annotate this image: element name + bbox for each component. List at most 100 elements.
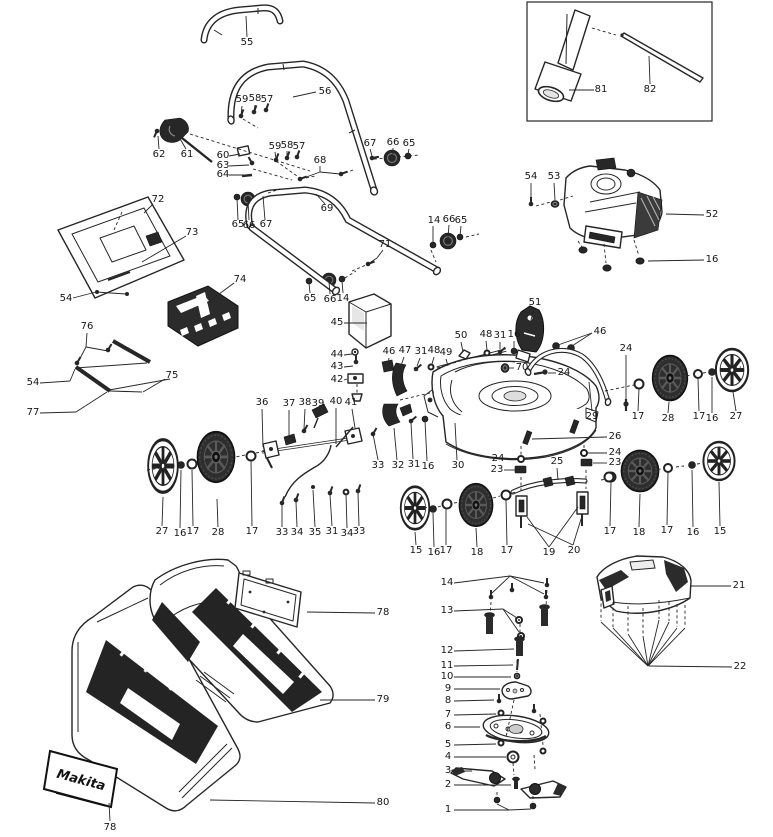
leader-line <box>637 388 640 412</box>
leader-line <box>638 493 641 528</box>
assembly-dash-line <box>559 195 574 201</box>
leader-line <box>447 224 450 239</box>
engine-52 <box>528 157 663 272</box>
leader-line <box>647 627 678 667</box>
leader-line <box>647 619 660 667</box>
handle-grip-55 <box>200 4 284 44</box>
leader-line <box>274 151 277 160</box>
assembly-dash-line <box>344 169 354 174</box>
leader-line <box>69 368 76 382</box>
leader-line <box>453 664 514 667</box>
leader-line <box>261 408 264 448</box>
assembly-dash-line <box>423 506 429 509</box>
makita-logo-plate-78: Makita <box>42 749 119 809</box>
assembly-dash-line <box>242 118 259 129</box>
leader-line <box>157 135 160 150</box>
leader-line <box>357 492 360 527</box>
leader-line <box>718 481 721 527</box>
assembly-dash-line <box>437 505 442 508</box>
leader-line <box>345 493 348 529</box>
chute-guard-45 <box>347 293 392 402</box>
leader-line <box>39 411 77 414</box>
leader-line <box>432 512 435 548</box>
mulching-plug-21 <box>596 555 692 614</box>
leader-line <box>206 282 235 304</box>
leader-line <box>400 356 405 367</box>
assembly-dash-line <box>512 762 515 776</box>
assembly-dash-line <box>230 454 246 459</box>
leader-line <box>161 496 164 527</box>
leader-line <box>509 575 545 595</box>
assembly-dash-line <box>511 491 517 494</box>
assembly-dash-line <box>146 465 176 471</box>
bag-frame-80 <box>178 743 233 799</box>
blade-assembly <box>450 578 567 810</box>
bracket-32 <box>382 403 401 427</box>
leader-line <box>526 516 550 548</box>
leader-line <box>460 341 464 353</box>
assembly-dash-line <box>159 130 170 134</box>
assembly-dash-line <box>373 157 388 160</box>
leader-line <box>315 193 326 205</box>
handle-lock-rods <box>73 339 171 393</box>
leader-line <box>496 803 510 811</box>
leader-line <box>453 743 497 746</box>
right-top-wheel-group <box>633 347 751 402</box>
leader-line <box>316 409 319 418</box>
washer-16 <box>177 461 185 469</box>
assembly-dash-line <box>489 601 492 615</box>
leader-line <box>571 332 593 347</box>
leader-line <box>453 699 495 702</box>
assembly-dash-line <box>604 384 635 392</box>
knob-set-right <box>429 232 464 250</box>
assembly-dash-line <box>702 370 717 374</box>
leader-line <box>376 249 384 259</box>
leader-line <box>410 422 414 460</box>
cleaning-rod-82 <box>620 32 704 83</box>
leader-line <box>648 55 651 85</box>
leader-line <box>300 171 321 180</box>
knob-set-upper <box>369 149 412 167</box>
leader-line <box>691 469 694 528</box>
leader-line <box>453 648 515 652</box>
assembly-dash-line <box>252 168 293 181</box>
leader-line <box>306 611 376 614</box>
socket-wrench-81 <box>534 9 591 103</box>
assembly-dash-line <box>603 243 607 264</box>
leader-line <box>612 627 649 667</box>
leader-line <box>75 391 108 413</box>
leader-line <box>530 308 535 321</box>
leader-line <box>209 799 376 804</box>
screw-64 <box>241 173 253 178</box>
leader-line <box>295 501 298 528</box>
leader-line <box>648 665 733 668</box>
assembly-dash-line <box>465 233 480 238</box>
nut-53 <box>550 200 560 208</box>
leader-line <box>141 235 187 263</box>
leader-line <box>39 380 71 384</box>
leader-line <box>367 257 378 265</box>
upper-handle-56 <box>227 60 379 196</box>
assembly-dash-line <box>189 133 311 172</box>
leader-line <box>369 148 373 157</box>
base-plate-74 <box>167 285 239 347</box>
mower-deck-30 <box>423 354 600 474</box>
assembly-dash-line <box>397 154 421 158</box>
leader-line <box>453 713 497 716</box>
assembly-dash-line <box>696 462 704 465</box>
clip-50 <box>458 349 471 360</box>
inset-tool-box <box>526 1 713 122</box>
nut-10 <box>513 672 521 680</box>
leader-line <box>216 498 219 528</box>
leader-line <box>245 15 248 38</box>
cable-35 <box>284 444 332 498</box>
assembly-dash-line <box>430 249 437 263</box>
blade-3 <box>450 767 506 787</box>
bushing-23 <box>514 465 527 474</box>
blade-2 <box>512 776 567 799</box>
leader-line <box>76 346 87 365</box>
assembly-dash-line <box>539 713 544 746</box>
assembly-dash-line <box>680 374 692 378</box>
rear-bail-29 <box>500 347 629 411</box>
assembly-dash-line <box>651 468 662 471</box>
